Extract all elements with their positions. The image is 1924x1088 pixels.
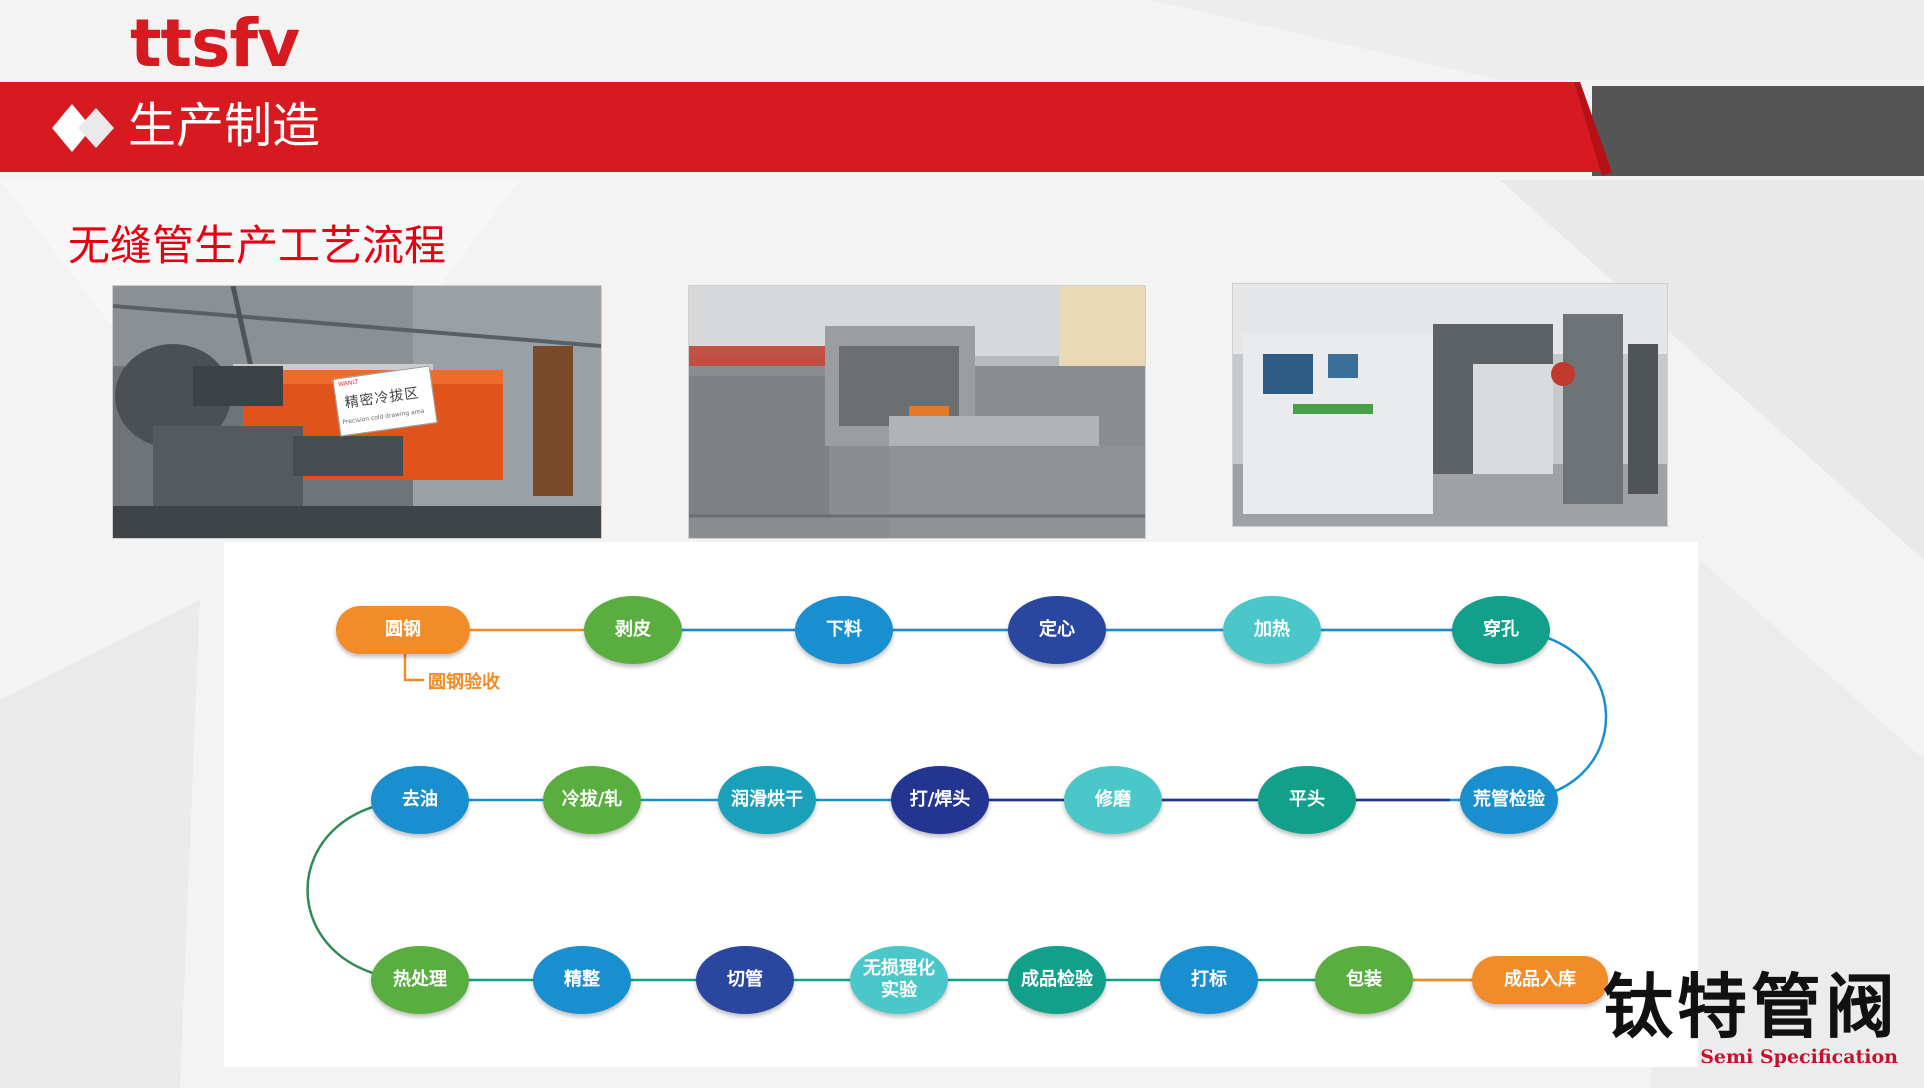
flow-step-round-steel: 圆钢 <box>336 606 470 654</box>
brand-chinese-name: 钛特管阀 <box>1603 966 1899 1048</box>
flow-step-tube-cutting: 切管 <box>696 946 794 1014</box>
flow-step-finishing: 精整 <box>533 946 631 1014</box>
flow-step-degreasing: 去油 <box>371 766 469 834</box>
section-banner <box>0 82 1924 176</box>
photo-annealing-furnace <box>688 285 1146 539</box>
flow-step-lubrication-drying: 润滑烘干 <box>718 766 816 834</box>
brand-watermark: 钛特管阀 Semi Specification <box>1596 966 1906 1076</box>
flow-step-heating: 加热 <box>1223 596 1321 664</box>
section-title: 生产制造 <box>128 98 321 154</box>
flow-step-heat-treatment: 热处理 <box>371 946 469 1014</box>
flow-step-cutting-stock: 下料 <box>795 596 893 664</box>
photo-cold-drawing-area <box>112 285 602 539</box>
flow-step-centering: 定心 <box>1008 596 1106 664</box>
photo-control-cabinet <box>1232 283 1668 527</box>
flow-step-packing: 包装 <box>1315 946 1413 1014</box>
flow-step-peeling: 剥皮 <box>584 596 682 664</box>
round-steel-inspection-note: 圆钢验收 <box>428 672 500 693</box>
flow-step-piercing: 穿孔 <box>1452 596 1550 664</box>
ndt-label-line2: 实验 <box>881 980 917 1001</box>
page-subtitle: 无缝管生产工艺流程 <box>68 221 447 270</box>
flow-step-pointing-welding: 打/焊头 <box>891 766 989 834</box>
flow-step-grinding: 修磨 <box>1064 766 1162 834</box>
company-logo: ttsfv <box>130 5 300 82</box>
flow-step-marking: 打标 <box>1160 946 1258 1014</box>
flow-step-warehousing: 成品入库 <box>1472 956 1608 1004</box>
flow-step-end-facing: 平头 <box>1258 766 1356 834</box>
flow-step-ndt-lab-test: 无损理化实验 <box>850 946 948 1014</box>
diamond-icon <box>52 104 114 152</box>
flow-step-final-inspection: 成品检验 <box>1008 946 1106 1014</box>
flow-step-tube-inspection: 荒管检验 <box>1460 766 1558 834</box>
flow-step-cold-drawing: 冷拔/轧 <box>543 766 641 834</box>
ndt-label-line1: 无损理化 <box>863 958 935 979</box>
brand-english-tagline: Semi Specification <box>1700 1046 1898 1068</box>
